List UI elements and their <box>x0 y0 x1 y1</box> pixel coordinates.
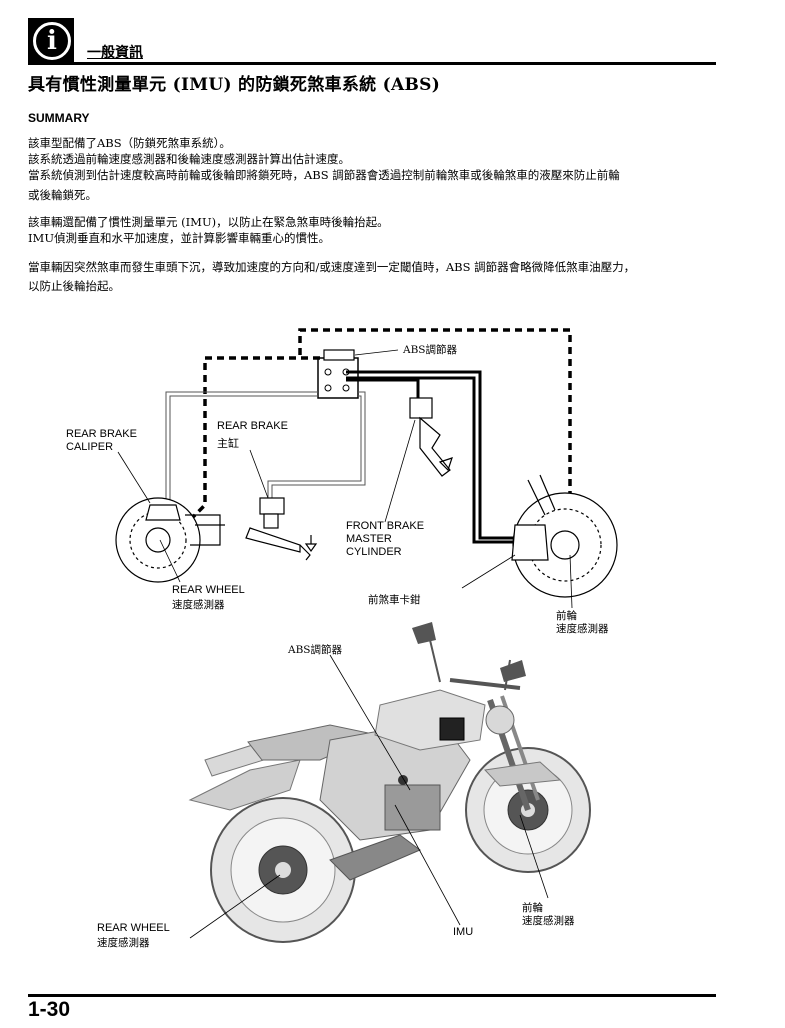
label-front-wheel-sensor-top: 前輪 速度感測器 <box>556 610 609 636</box>
leader-lines-lower <box>189 654 549 939</box>
label-line: REAR WHEEL <box>172 584 245 596</box>
label-abs-modulator-bottom: ABS調節器 <box>288 644 342 656</box>
label-line: CYLINDER <box>346 546 402 558</box>
leader-lines-upper <box>117 349 573 609</box>
label-rear-brake-caliper: REAR BRAKE CALIPER <box>66 428 137 454</box>
paragraph-line: 當系統偵測到估計速度較高時前輪或後輪即將鎖死時，ABS 調節器會透過控制前輪煞車… <box>28 168 620 182</box>
label-imu: IMU <box>453 926 474 938</box>
label-line: 主缸 <box>217 437 239 450</box>
rear-master-cylinder <box>245 497 318 561</box>
label-line: REAR BRAKE <box>217 420 288 432</box>
front-brake-disc <box>511 474 618 598</box>
paragraph-imu: 該車輛還配備了慣性測量單元 (IMU)，以防止在緊急煞車時後輪抬起。 IMU偵測… <box>28 214 728 246</box>
rear-brake-disc <box>115 497 225 583</box>
paragraph-line: IMU偵測垂直和水平加速度，並計算影響車輛重心的慣性。 <box>28 231 331 245</box>
info-badge: i <box>28 18 74 62</box>
paragraph-line: 以防止後輪抬起。 <box>28 279 120 293</box>
rear-brake-lines <box>165 391 366 500</box>
label-rear-wheel-sensor-bottom: REAR WHEEL 速度感測器 <box>97 922 170 950</box>
label-line: MASTER <box>346 533 392 545</box>
label-line: FRONT BRAKE <box>346 520 425 532</box>
label-line: 前輪 <box>522 902 543 914</box>
paragraph-line: 該車輛還配備了慣性測量單元 (IMU)，以防止在緊急煞車時後輪抬起。 <box>28 215 389 229</box>
section-title: 一般資訊 <box>87 45 143 61</box>
motorcycle-illustration <box>188 622 591 943</box>
label-line: 速度感測器 <box>172 599 225 611</box>
label-line: 速度感測器 <box>522 915 575 927</box>
label-line: CALIPER <box>66 441 114 453</box>
front-master-cylinder <box>409 397 453 477</box>
footer-rule <box>28 994 716 997</box>
label-line: REAR BRAKE <box>66 428 137 440</box>
label-front-wheel-sensor-bottom: 前輪 速度感測器 <box>522 902 575 928</box>
summary-heading: SUMMARY <box>28 111 90 125</box>
label-line: REAR WHEEL <box>97 922 170 934</box>
paragraph-line: 當車輛因突然煞車而發生車頭下沉，導致加速度的方向和/或速度達到一定閾值時，ABS… <box>28 260 636 274</box>
label-front-master-cylinder: FRONT BRAKE MASTER CYLINDER <box>346 520 424 559</box>
paragraph-pressure: 當車輛因突然煞車而發生車頭下沉，導致加速度的方向和/或速度達到一定閾值時，ABS… <box>28 258 728 296</box>
page-number: 1-30 <box>28 998 71 1021</box>
label-abs-modulator: ABS調節器 <box>403 344 457 356</box>
label-line: 速度感測器 <box>97 937 150 949</box>
paragraph-line: 該車型配備了ABS（防鎖死煞車系統）。 <box>28 136 231 150</box>
abs-modulator <box>317 349 359 399</box>
label-rear-master-cylinder: REAR BRAKE 主缸 <box>217 420 288 450</box>
label-rear-wheel-sensor-top: REAR WHEEL 速度感測器 <box>172 584 245 612</box>
label-front-caliper: 前煞車卡鉗 <box>368 594 421 606</box>
paragraph-abs: 該車型配備了ABS（防鎖死煞車系統）。 該系統透過前輪速度感測器和後輪速度感測器… <box>28 135 728 203</box>
label-line: 速度感測器 <box>556 623 609 635</box>
header-rule <box>28 62 716 65</box>
page-title: 具有慣性測量單元 (IMU) 的防鎖死煞車系統 (ABS) <box>28 75 441 95</box>
paragraph-line: 該系統透過前輪速度感測器和後輪速度感測器計算出估計速度。 <box>28 152 350 166</box>
front-brake-lines <box>346 370 518 544</box>
label-line: 前輪 <box>556 610 577 622</box>
paragraph-line: 或後輪鎖死。 <box>28 188 97 202</box>
info-icon: i <box>33 22 71 60</box>
